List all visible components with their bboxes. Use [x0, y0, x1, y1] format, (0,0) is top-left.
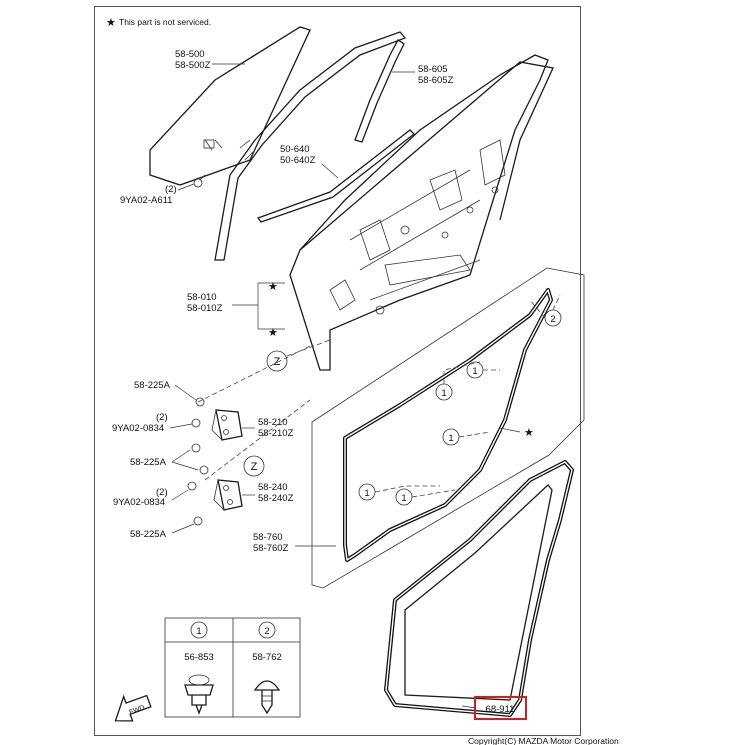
- door-seal: [343, 288, 553, 562]
- bolt-225a-2-icon: [191, 443, 209, 475]
- clip-legend: [164, 617, 301, 718]
- svg-text:50-640Z: 50-640Z: [280, 155, 316, 166]
- callout-z-2: Z: [243, 455, 265, 477]
- svg-text:1: 1: [448, 433, 453, 444]
- svg-text:58-240Z: 58-240Z: [258, 493, 294, 504]
- bolt-225a-1-icon: [195, 397, 205, 407]
- bolt-225a-3-label: 58-225A: [130, 529, 167, 540]
- bolt-top-icon: [193, 174, 206, 188]
- svg-text:58-210: 58-210: [258, 417, 288, 428]
- bolt-225a-2-label: 58-225A: [130, 457, 167, 468]
- svg-text:2: 2: [264, 626, 269, 637]
- svg-text:58-760Z: 58-760Z: [253, 543, 289, 554]
- legend-clip-1: 1 56-853: [184, 621, 214, 715]
- diagram-frame: [94, 6, 581, 736]
- weatherstrip-label: 50-640 50-640Z: [280, 144, 316, 166]
- door-seal-clip-callouts: 1 1 1 1 1 2: [358, 309, 562, 506]
- bolt-0834-1-icon: [191, 418, 201, 428]
- bolt-225a-1-label: 58-225A: [134, 380, 171, 391]
- bolt-top-label: (2) 9YA02-A611: [120, 184, 177, 206]
- belt-weatherstrip: [256, 129, 415, 223]
- svg-text:2: 2: [550, 314, 555, 325]
- note-star: ★: [106, 17, 116, 29]
- bolt-0834-2-label: (2) 9YA02-0834: [113, 487, 168, 508]
- fwd-arrow-icon: FWD: [114, 694, 152, 722]
- svg-text:Z: Z: [251, 461, 258, 473]
- svg-text:1: 1: [401, 493, 406, 504]
- door-seal-box: [311, 267, 585, 589]
- svg-text:58-762: 58-762: [252, 652, 282, 663]
- bolt-0834-2-icon: [187, 481, 197, 491]
- svg-text:58-605: 58-605: [418, 64, 448, 75]
- svg-text:58-010: 58-010: [187, 292, 217, 303]
- svg-text:58-210Z: 58-210Z: [258, 428, 294, 439]
- legend-clip-2: 2 58-762: [252, 621, 282, 715]
- door-star-1: ★: [268, 281, 278, 293]
- callout-z-1: Z: [266, 350, 288, 372]
- svg-text:58-010Z: 58-010Z: [187, 303, 223, 314]
- svg-text:1: 1: [196, 626, 201, 637]
- body-weatherstrip: [384, 460, 574, 717]
- svg-text:9YA02-0834: 9YA02-0834: [112, 423, 164, 434]
- window-glass: [149, 26, 311, 186]
- hinge-lower: [213, 479, 243, 511]
- svg-text:58-240: 58-240: [258, 482, 288, 493]
- hinge-lower-label: 58-240 58-240Z: [258, 482, 294, 504]
- svg-text:1: 1: [472, 366, 477, 377]
- door-seal-star: ★: [524, 427, 534, 439]
- door-seal-label: 58-760 58-760Z: [253, 532, 289, 554]
- hinge-upper: [211, 409, 243, 441]
- hinge-upper-label: 58-210 58-210Z: [258, 417, 294, 439]
- svg-text:58-500: 58-500: [175, 49, 205, 60]
- glass-run-channel: [214, 31, 407, 261]
- svg-text:1: 1: [364, 488, 369, 499]
- bolt-0834-1-label: (2) 9YA02-0834: [112, 412, 168, 434]
- svg-text:9YA02-0834: 9YA02-0834: [113, 497, 165, 508]
- svg-text:(2): (2): [156, 487, 168, 498]
- svg-text:58-500Z: 58-500Z: [175, 60, 211, 71]
- svg-text:9YA02-A611: 9YA02-A611: [120, 195, 172, 206]
- svg-text:56-853: 56-853: [184, 652, 214, 663]
- channel-label: 58-605 58-605Z: [418, 64, 454, 86]
- svg-text:58-760: 58-760: [253, 532, 283, 543]
- copyright: Copyright(C) MAZDA Motor Corporation: [468, 736, 619, 745]
- note-text: This part is not serviced.: [119, 17, 211, 27]
- svg-text:(2): (2): [165, 184, 177, 195]
- body-seal-label: 68-911: [486, 704, 515, 715]
- door-star-2: ★: [268, 327, 278, 339]
- svg-text:58-605Z: 58-605Z: [418, 75, 454, 86]
- svg-text:FWD: FWD: [128, 704, 145, 716]
- svg-text:(2): (2): [156, 412, 168, 423]
- glass-label: 58-500 58-500Z: [175, 49, 211, 71]
- door-panel: [289, 54, 554, 371]
- door-label: 58-010 58-010Z: [187, 292, 223, 314]
- svg-text:50-640: 50-640: [280, 144, 310, 155]
- svg-text:1: 1: [441, 388, 446, 399]
- bolt-225a-3-icon: [193, 516, 203, 526]
